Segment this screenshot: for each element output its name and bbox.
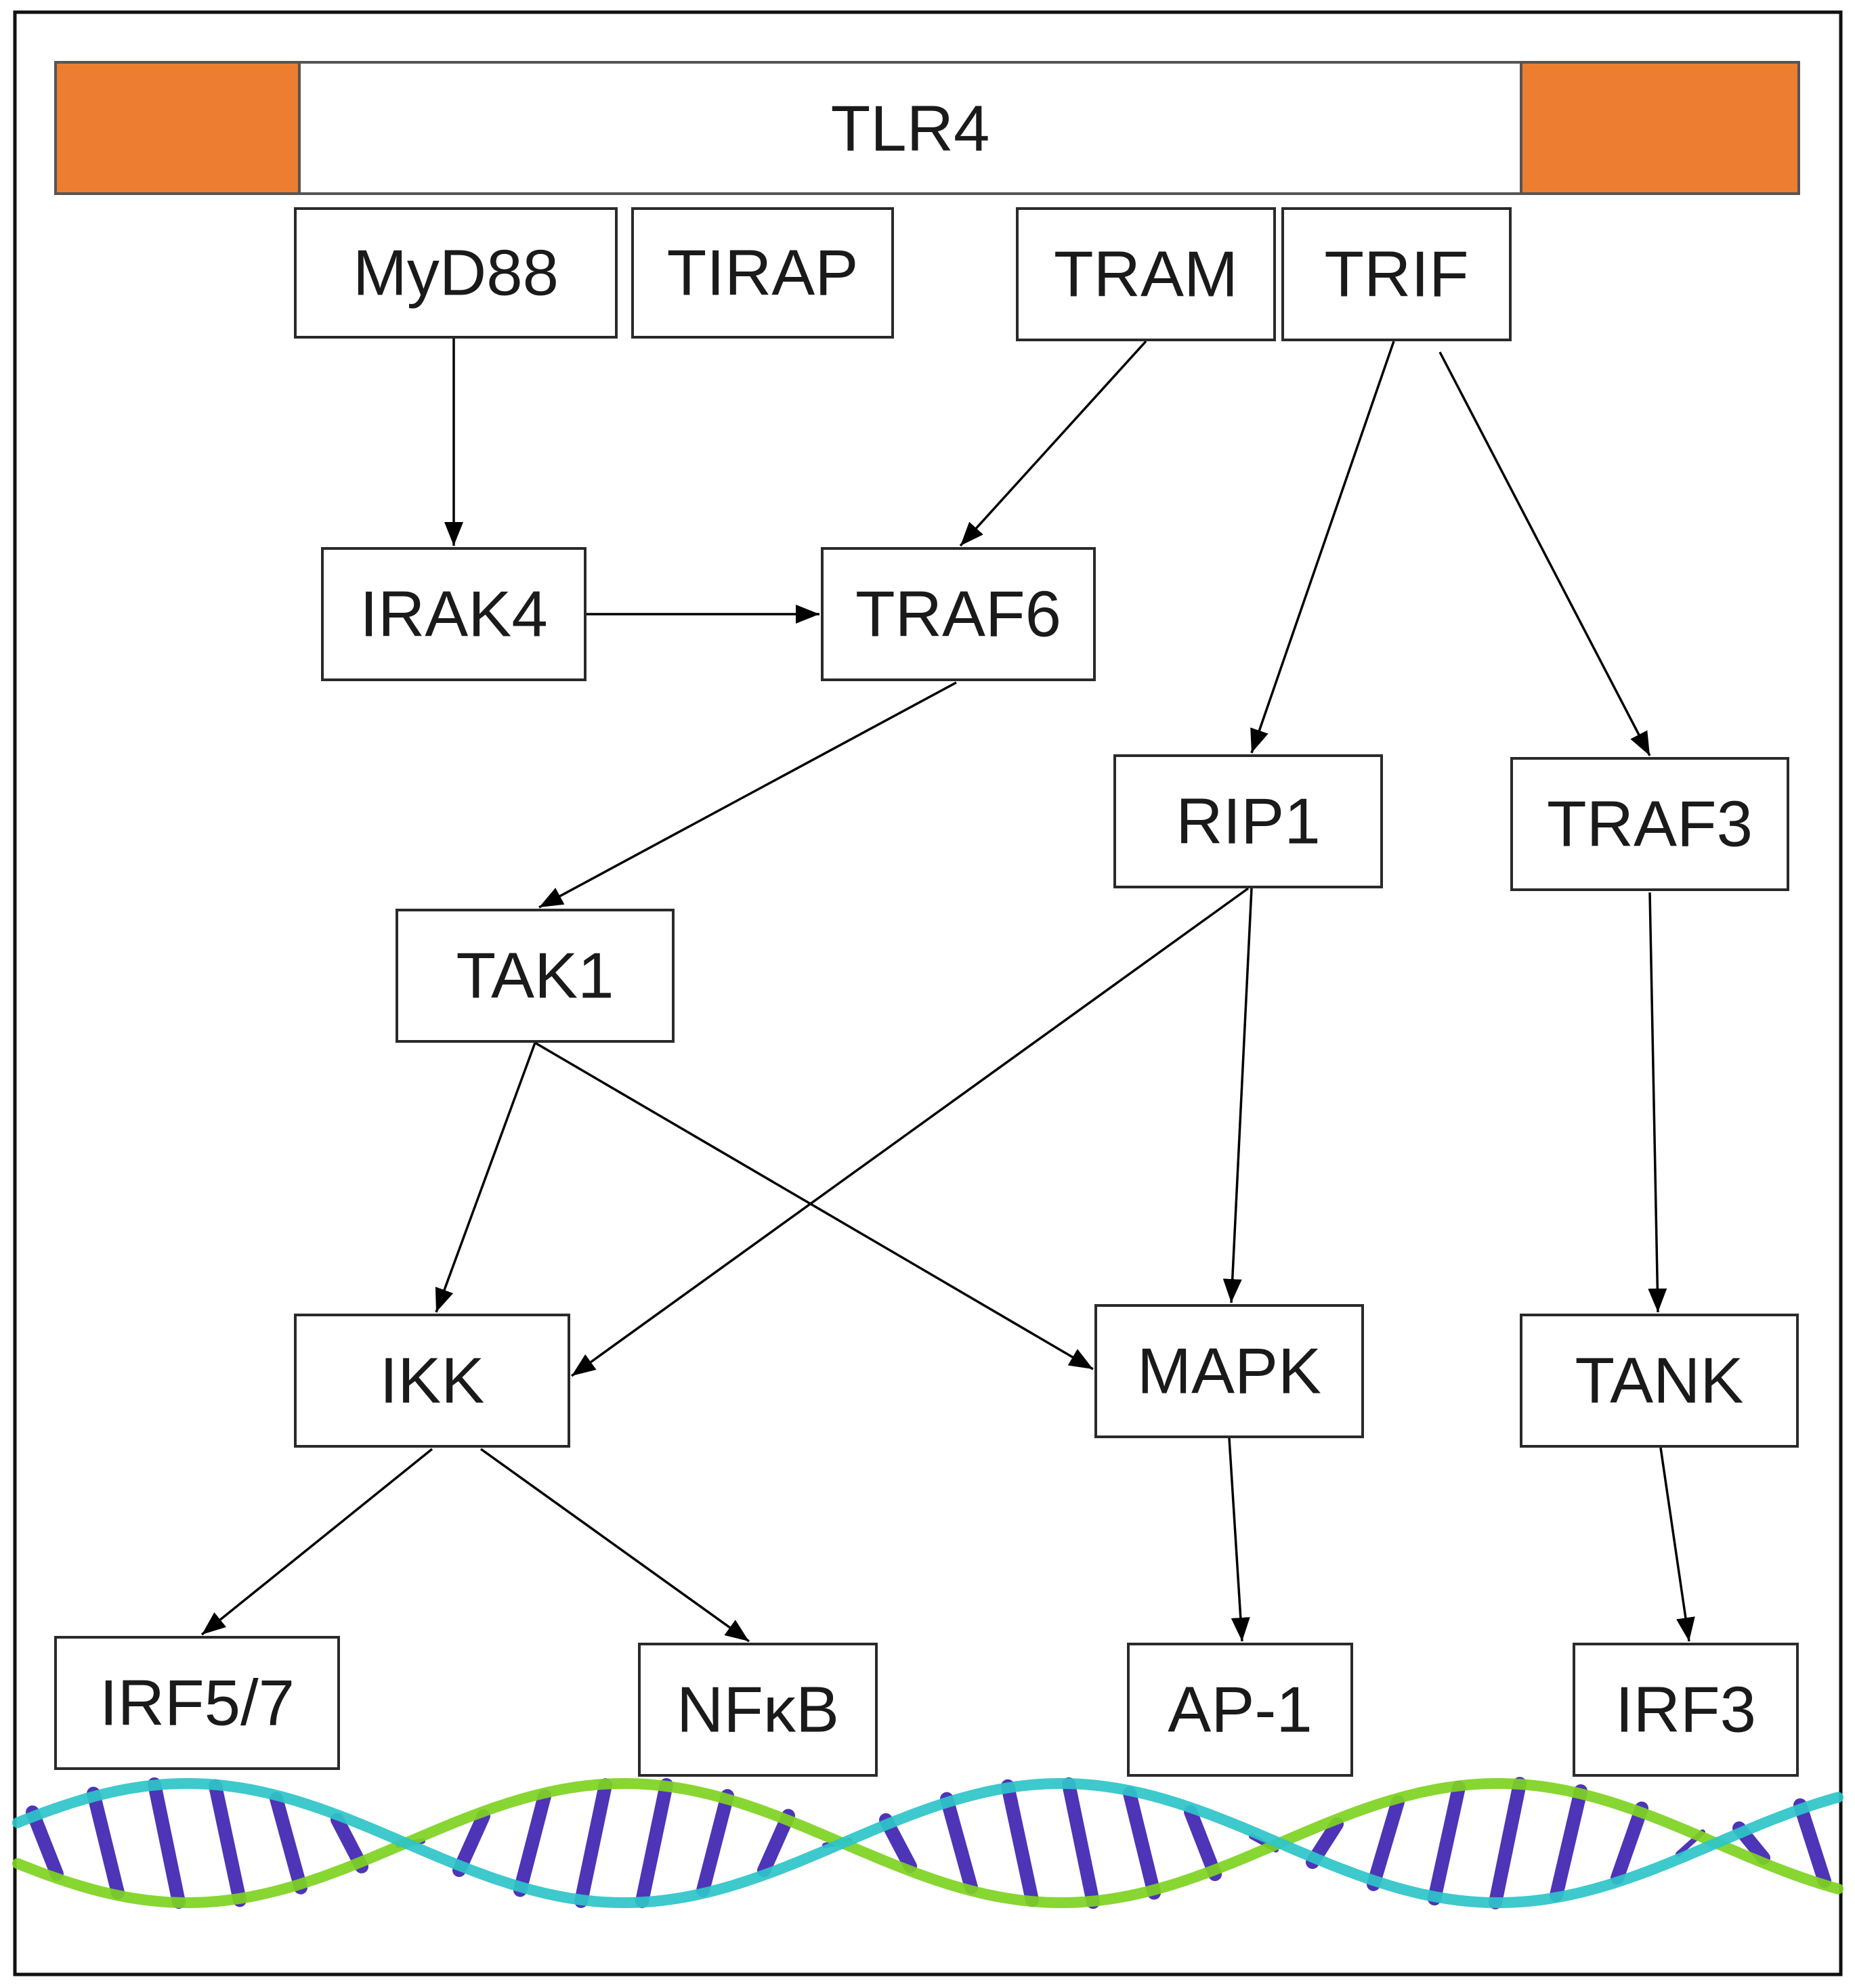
dna-rung <box>696 1789 734 1897</box>
dna-helix <box>12 1777 1843 1909</box>
dna-rung <box>1793 1798 1831 1888</box>
dna-strand-a <box>12 1777 1843 1908</box>
dna-rung <box>940 1792 978 1895</box>
tlr4-bar <box>54 61 1800 195</box>
node-ap1: AP-1 <box>1127 1643 1353 1777</box>
node-irf3: IRF3 <box>1573 1643 1799 1777</box>
arrow-rip1-to-ikk <box>570 887 1250 1377</box>
node-traf6: TRAF6 <box>821 547 1096 681</box>
node-irf3-label: IRF3 <box>1615 1674 1756 1746</box>
tlr4-label: TLR4 <box>831 93 990 165</box>
dna-rung <box>1367 1795 1405 1891</box>
dna-strand-b <box>12 1778 1843 1909</box>
arrow-trif-to-traf3 <box>1438 351 1651 756</box>
dna-rung <box>1489 1777 1527 1909</box>
arrow-ikk-to-nfkb <box>479 1448 750 1643</box>
node-tram-label: TRAM <box>1054 238 1238 311</box>
node-tak1: TAK1 <box>396 909 675 1043</box>
arrow-mapk-to-ap1 <box>1228 1438 1250 1642</box>
node-tank: TANK <box>1520 1314 1799 1448</box>
node-myd88: MyD88 <box>294 207 618 339</box>
node-mapk-label: MAPK <box>1137 1335 1321 1408</box>
dna-rung <box>574 1778 612 1908</box>
arrow-tak1-to-ikk <box>435 1042 536 1313</box>
node-traf3-label: TRAF3 <box>1547 788 1753 861</box>
node-irak4: IRAK4 <box>321 547 587 681</box>
node-ikk-label: IKK <box>380 1345 485 1417</box>
node-myd88-label: MyD88 <box>353 237 559 309</box>
dna-rung <box>1550 1784 1587 1902</box>
node-tak1-label: TAK1 <box>456 940 614 1012</box>
dna-rung <box>1123 1786 1161 1900</box>
node-trif-label: TRIF <box>1324 238 1468 311</box>
arrow-rip1-to-mapk <box>1222 888 1253 1303</box>
node-irf57: IRF5/7 <box>54 1636 340 1770</box>
dna-rung <box>1428 1780 1466 1906</box>
dna-rung <box>757 1809 795 1878</box>
node-irf57-label: IRF5/7 <box>100 1667 295 1739</box>
node-tank-label: TANK <box>1575 1345 1744 1417</box>
node-irak4-label: IRAK4 <box>360 578 547 651</box>
node-trif: TRIF <box>1281 207 1512 341</box>
tlr4-left-domain <box>54 61 301 195</box>
node-nfkb: NFκB <box>638 1643 878 1777</box>
dna-rung <box>1611 1801 1648 1885</box>
node-traf3: TRAF3 <box>1510 757 1789 891</box>
dna-rung <box>87 1786 125 1900</box>
dna-rung <box>452 1809 490 1877</box>
node-tirap-label: TIRAP <box>667 237 859 309</box>
dna-rung <box>1001 1779 1039 1907</box>
node-tirap: TIRAP <box>631 207 894 339</box>
node-nfkb-label: NFκB <box>677 1674 839 1746</box>
dna-rung <box>270 1792 307 1895</box>
edges-layer <box>200 337 1695 1643</box>
arrow-tram-to-traf6 <box>959 340 1147 547</box>
node-mapk: MAPK <box>1094 1304 1364 1438</box>
node-tram: TRAM <box>1016 207 1276 341</box>
dna-rung <box>1062 1777 1100 1909</box>
arrow-ikk-to-irf57 <box>200 1448 433 1636</box>
arrow-traf3-to-tank <box>1648 892 1667 1313</box>
dna-rung <box>209 1779 247 1907</box>
node-rip1-label: RIP1 <box>1176 785 1320 858</box>
tlr4-receptor: TLR4 <box>54 61 1800 195</box>
node-traf6-label: TRAF6 <box>855 578 1061 651</box>
arrow-tak1-to-mapk <box>534 1041 1094 1370</box>
arrow-trif-to-rip1 <box>1250 341 1395 754</box>
dna-rung <box>148 1777 186 1909</box>
node-ikk: IKK <box>294 1314 570 1448</box>
arrow-tank-to-irf3 <box>1659 1447 1695 1642</box>
node-rip1: RIP1 <box>1113 754 1383 888</box>
node-ap1-label: AP-1 <box>1168 1674 1312 1746</box>
dna-rung <box>635 1778 673 1908</box>
dna-rung <box>1184 1805 1222 1882</box>
dna-rung <box>513 1789 551 1897</box>
arrow-traf6-to-tak1 <box>538 681 957 909</box>
dna-rung <box>26 1805 64 1881</box>
tlr4-right-domain <box>1520 61 1800 195</box>
